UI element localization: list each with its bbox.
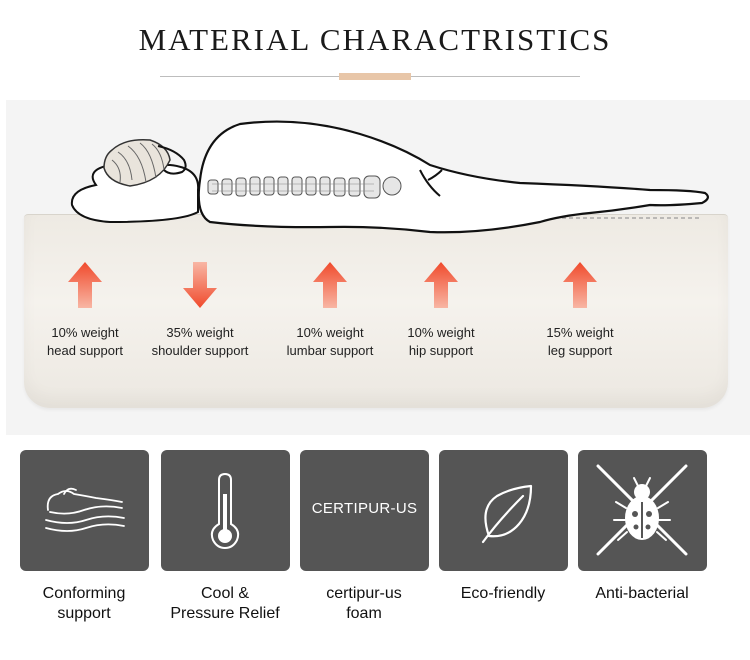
feature-label-certipur: certipur-us foam xyxy=(326,585,402,622)
support-zone: shoulder support xyxy=(151,343,249,358)
feature-label-antibacterial: Anti-bacterial xyxy=(595,585,689,602)
sleeping-body-illustration xyxy=(70,120,709,234)
support-lumbar: 10% weight lumbar support xyxy=(265,262,395,360)
feature-tile-antibacterial xyxy=(578,450,707,571)
support-percent: 10% weight xyxy=(296,325,364,340)
arrow-up-icon xyxy=(563,262,597,308)
support-zone: head support xyxy=(47,343,123,358)
arrow-down-icon xyxy=(183,262,217,308)
support-hip: 10% weight hip support xyxy=(376,262,506,360)
feature-label-cool: Cool & Pressure Relief xyxy=(170,585,280,622)
support-zone: hip support xyxy=(408,343,474,358)
support-percent: 35% weight xyxy=(166,325,234,340)
feature-tile-eco xyxy=(439,450,568,571)
arrow-up-icon xyxy=(424,262,458,308)
page-title: MATERIAL CHARACTRISTICS xyxy=(138,22,612,57)
body-contour-icon xyxy=(45,487,125,532)
title-divider-accent xyxy=(339,73,411,80)
leaf-icon xyxy=(481,484,533,544)
arrow-up-icon xyxy=(313,262,347,308)
feature-tile-conforming xyxy=(20,450,149,571)
feature-label-eco: Eco-friendly xyxy=(460,585,546,602)
certipur-badge-text: CERTIPUR-US xyxy=(311,500,418,517)
feature-tile-cool xyxy=(161,450,290,571)
support-zone: leg support xyxy=(547,343,613,358)
feature-tile-certipur: CERTIPUR-US xyxy=(300,450,429,571)
support-head: 10% weight head support xyxy=(20,262,150,360)
support-leg: 15% weight leg support xyxy=(515,262,645,360)
support-percent: 10% weight xyxy=(407,325,475,340)
mattress-illustration xyxy=(24,214,728,408)
crossed-bug-icon xyxy=(596,464,688,556)
arrow-up-icon xyxy=(68,262,102,308)
support-percent: 15% weight xyxy=(546,325,614,340)
feature-label-conforming: Conforming support xyxy=(42,585,126,622)
support-shoulder: 35% weight shoulder support xyxy=(135,262,265,360)
support-percent: 10% weight xyxy=(51,325,119,340)
thermometer-icon xyxy=(210,472,240,550)
support-zone: lumbar support xyxy=(286,343,374,358)
